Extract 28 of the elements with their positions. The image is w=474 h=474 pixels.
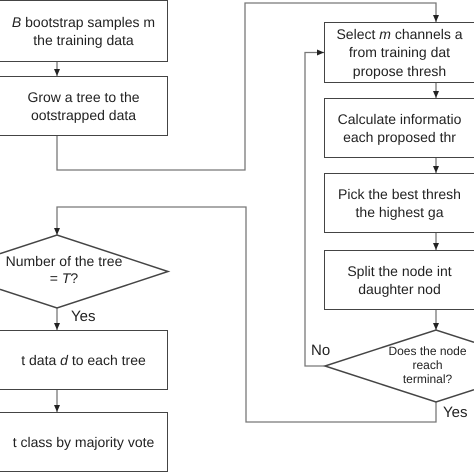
node-text: Number of the tree = T?: [4, 252, 124, 286]
process-box: [324, 22, 474, 83]
node-text: Select m channels a from training dat propose thresh: [335, 25, 464, 80]
process-box: [324, 98, 474, 158]
arrow: [56, 2, 439, 171]
process-box: [0, 76, 168, 136]
arrow: [433, 83, 439, 98]
node-text: Calculate informatio each proposed thr: [336, 110, 462, 146]
process-box: [0, 0, 168, 62]
arrow: [54, 206, 437, 423]
node-text: Pick the best thresh the highest ga: [337, 184, 462, 222]
node-text: Grow a tree to the ootstrapped data: [26, 88, 141, 124]
process-box: [0, 330, 168, 390]
process-box: [324, 173, 474, 233]
arrow: [433, 233, 439, 250]
process-box: [324, 250, 474, 310]
arrow: [433, 158, 439, 173]
arrow: [304, 50, 325, 367]
arrow: [54, 62, 60, 76]
arrow: [54, 390, 60, 412]
arrow: [54, 308, 60, 330]
node-text: B bootstrap samples m the training data: [10, 12, 156, 50]
node-text: Does the node reach terminal?: [388, 345, 468, 387]
node-text: t data d to each tree: [21, 350, 146, 370]
process-box: [0, 412, 168, 472]
node-text: t class by majority vote: [12, 432, 154, 452]
arrow: [433, 310, 439, 330]
node-text: Split the node int daughter nod: [346, 262, 453, 298]
